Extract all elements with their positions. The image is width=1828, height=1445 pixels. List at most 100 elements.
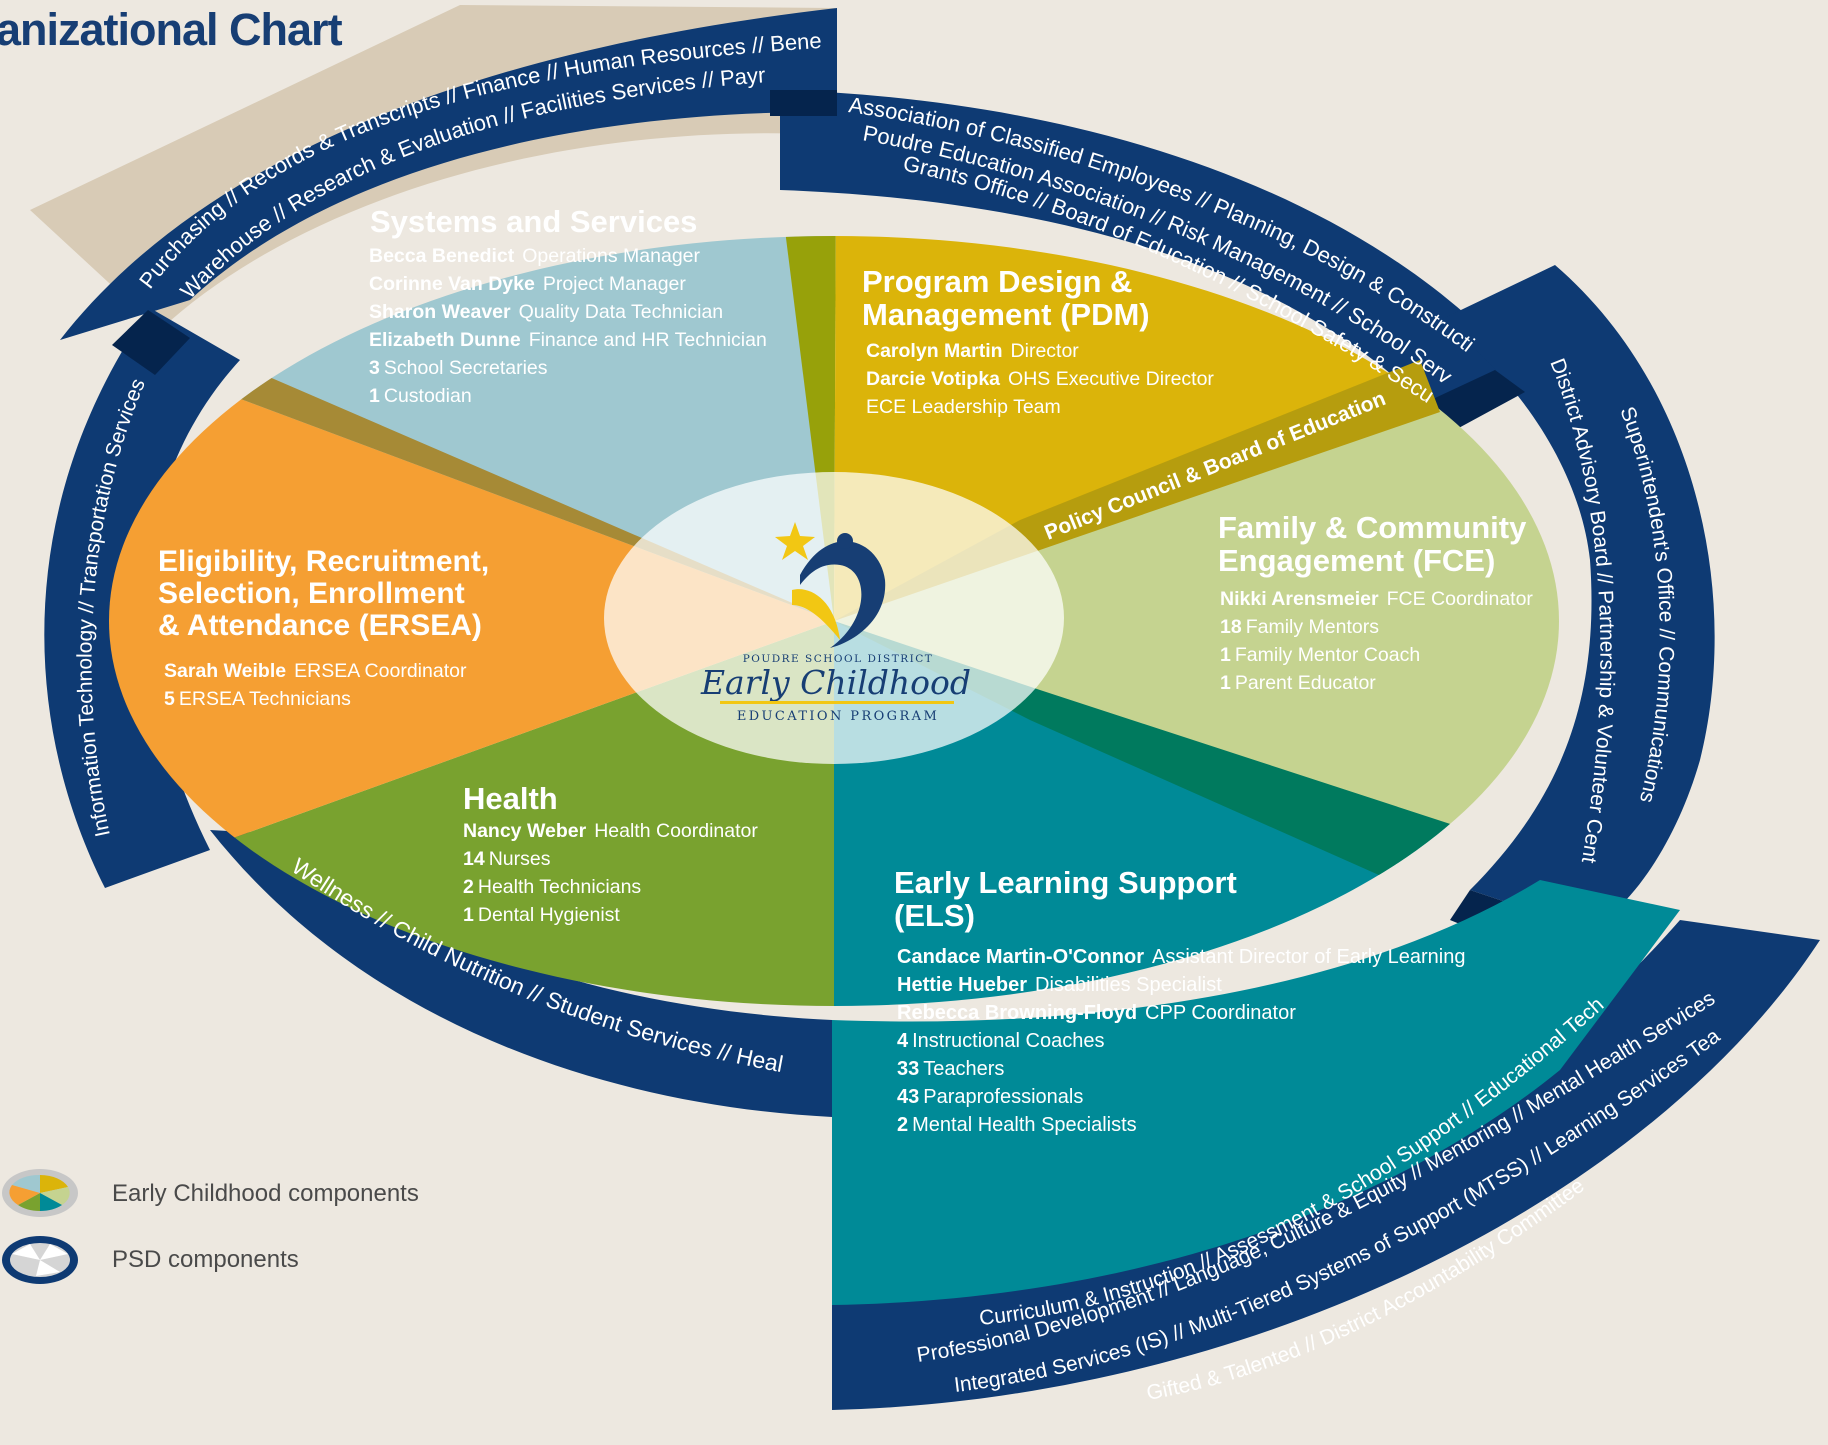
person-name: Becca Benedict [369,245,515,267]
systems-people-list: Becca Benedict Operations Manager Corinne… [369,242,767,410]
ersea-title: Eligibility, Recruitment, Selection, Enr… [158,546,489,641]
person-count: 1 [1220,672,1231,694]
person-role: Operations Manager [522,245,701,267]
person-name: Corinne Van Dyke [369,273,535,295]
els-title-line1: Early Learning Support [894,865,1237,900]
person-role: ERSEA Technicians [178,688,351,710]
ersea-title-line2: Selection, Enrollment [158,576,465,610]
person-role: Director [1010,340,1079,362]
ersea-title-line1: Eligibility, Recruitment, [158,545,490,578]
ece-logo: POUDRE SCHOOL DISTRICT Early Childhood E… [700,522,971,724]
person-name: Carolyn Martin [866,340,1003,362]
person-role: Finance and HR Technician [528,329,767,351]
ersea-title-line3: & Attendance (ERSEA) [158,608,482,642]
person-name: Candace Martin-O'Connor [897,946,1144,968]
legend-psd-label: PSD components [112,1246,299,1273]
person-count: 3 [369,357,380,379]
logo-underline [720,701,954,704]
person-role: ERSEA Coordinator [294,660,467,682]
person-role: Family Mentors [1245,616,1379,638]
person-role: Custodian [383,385,472,407]
sector-fce [834,400,1559,860]
person-count: 1 [1220,644,1231,666]
page-title: anizational Chart [0,4,343,55]
person-role: Assistant Director of Early Learning [1152,946,1466,968]
person-count: 33 [897,1058,920,1080]
els-lower-extension [832,880,1680,1305]
fce-title-line1: Family & Community [1218,510,1527,545]
pdm-title-line2: Management (PDM) [862,296,1150,332]
sector-ersea [109,390,834,850]
person-count: 2 [897,1114,909,1136]
person-role: Dental Hygienist [477,904,620,926]
person-name: Nancy Weber [463,820,587,842]
person-role: Instructional Coaches [912,1030,1105,1052]
fce-title-line2: Engagement (FCE) [1218,542,1496,578]
person-count: 14 [463,848,485,870]
fce-title: Family & Community Engagement (FCE) [1218,510,1527,578]
health-title: Health [463,781,558,816]
person-role: School Secretaries [383,357,548,379]
pdm-title-line1: Program Design & [862,264,1133,299]
person-name: Elizabeth Dunne [369,329,521,351]
person-role: Parent Educator [1234,672,1376,694]
person-role: FCE Coordinator [1386,588,1533,610]
ersea-person-1: Sarah Weible ERSEA Coordinator [164,657,466,685]
els-people-list: Candace Martin-O'Connor Assistant Directo… [897,943,1465,1139]
person-role: CPP Coordinator [1145,1002,1296,1024]
psd-band-top-left [60,8,837,340]
person-count: 5 [164,688,175,710]
person-role: Nurses [488,848,551,870]
els-person-1: Candace Martin-O'Connor Assistant Directo… [897,943,1465,971]
fce-person-1: Nikki Arensmeier FCE Coordinator [1220,585,1533,613]
person-name: Nikki Arensmeier [1220,588,1379,610]
person-role: Paraprofessionals [923,1086,1084,1108]
legend-psd-icon [2,1236,78,1284]
person-count: 2 [463,876,474,898]
logo-figure-head-icon [837,533,853,549]
person-count: 43 [897,1086,920,1108]
sector-systems [230,236,834,621]
els-title: Early Learning Support (ELS) [894,865,1237,933]
person-role: Quality Data Technician [518,301,724,323]
person-name: Sarah Weible [164,660,287,682]
person-role: Teachers [923,1058,1005,1080]
els-title-line2: (ELS) [894,897,975,933]
person-role: Disabilities Specialist [1035,974,1222,996]
pdm-title: Program Design & Management (PDM) [862,264,1150,332]
logo-star-icon [775,522,815,560]
logo-swoosh-icon [800,541,886,648]
systems-title: Systems and Services [370,204,698,239]
psd-band-right [1440,265,1715,930]
psd-band-top-right [780,90,1530,420]
person-count: 1 [369,385,380,407]
person-name: Rebecca Browning-Floyd [897,1002,1138,1024]
person-role: Family Mentor Coach [1234,644,1421,666]
logo-name-text: Early Childhood [700,663,971,702]
person-count: 4 [897,1030,909,1052]
pdm-person-3: ECE Leadership Team [866,393,1214,421]
person-role: Mental Health Specialists [912,1114,1137,1136]
logo-district-text: POUDRE SCHOOL DISTRICT [743,653,934,665]
person-count: 1 [463,904,474,926]
legend-ec-label: Early Childhood components [112,1180,419,1207]
